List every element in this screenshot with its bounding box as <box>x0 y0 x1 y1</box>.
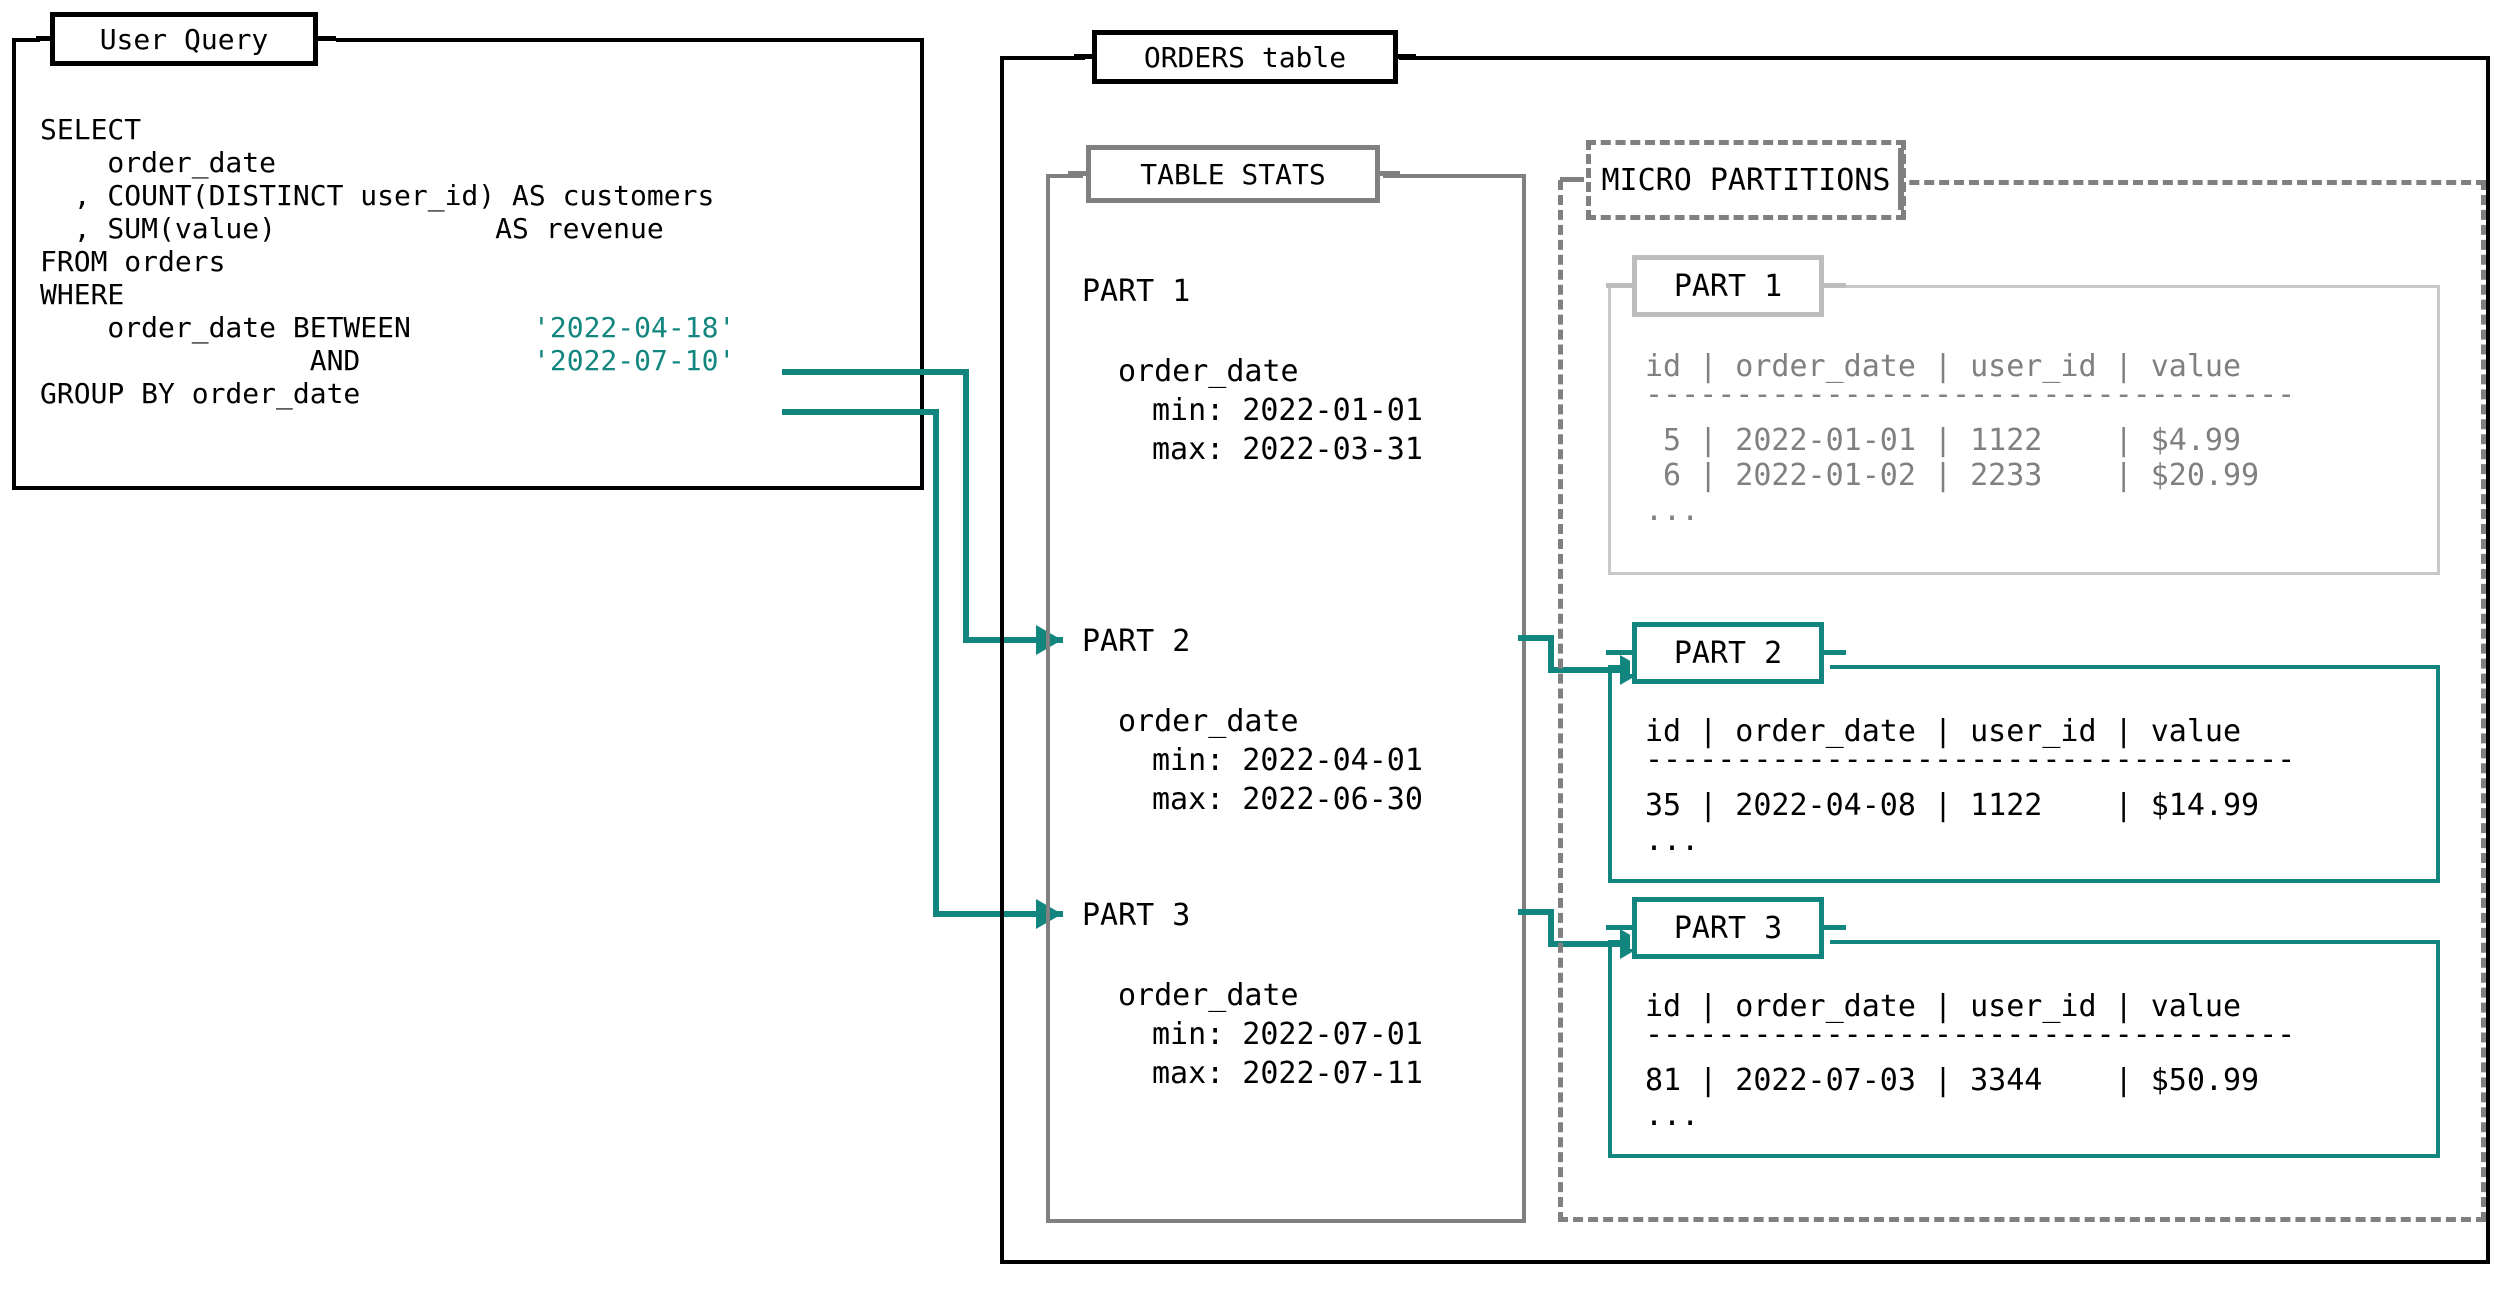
sql-group-by: GROUP BY order_date <box>40 377 361 410</box>
sql-line-5: WHERE <box>40 278 125 311</box>
user-query-title: User Query <box>99 22 269 56</box>
micro-partitions-nub-left <box>1560 177 1584 182</box>
stats2-to-micro2-stub <box>1518 635 1554 641</box>
table-stats-title: TABLE STATS <box>1140 157 1326 191</box>
stats3-to-micro3-h <box>1548 941 1647 947</box>
micro-part-2-title-chip: PART 2 <box>1632 622 1824 684</box>
micro-part-2-header: id | order_date | user_id | value <box>1645 714 2242 749</box>
micro-part-1-header: id | order_date | user_id | value <box>1645 349 2242 384</box>
micro-part-1-nub-left <box>1606 283 1632 288</box>
stats-part-2-name: PART 2 <box>1082 624 1191 659</box>
table-stats-nub-right <box>1378 171 1400 176</box>
stats-part-1-column: order_date <box>1118 354 1299 389</box>
orders-title-nub-right <box>1394 54 1416 59</box>
micro-partitions-top-border-right <box>1790 180 2486 185</box>
micro-part-3-ellipsis: ... <box>1645 1098 1700 1133</box>
table-stats-title-chip: TABLE STATS <box>1086 145 1380 203</box>
sql-and-prefix: AND <box>40 344 378 377</box>
user-query-title-nub-left <box>36 36 54 41</box>
connector-date-start-v <box>963 369 969 640</box>
micro-part-3-rule: ------------------------------------ <box>1645 1017 2296 1052</box>
connector-date-start-h2 <box>963 637 1063 643</box>
connector-date-end-h2 <box>933 911 1063 917</box>
sql-line-2: , COUNT(DISTINCT user_id) AS customers <box>40 179 715 212</box>
sql-line-0: SELECT <box>40 113 142 146</box>
connector-date-start-h1 <box>782 369 969 375</box>
micro-part-1-ellipsis: ... <box>1645 493 1700 528</box>
micro-part-3-header: id | order_date | user_id | value <box>1645 989 2242 1024</box>
stats-part-2-max: max: 2022-06-30 <box>1152 782 1423 817</box>
micro-part-3-name: PART 3 <box>1673 910 1783 946</box>
sql-where-prefix: order_date BETWEEN <box>40 311 428 344</box>
stats-part-1-min: min: 2022-01-01 <box>1152 393 1423 428</box>
micro-part-1-title-chip: PART 1 <box>1632 255 1824 317</box>
orders-table-panel <box>1000 56 2490 1264</box>
micro-part-1-name: PART 1 <box>1673 268 1783 304</box>
stats3-to-micro3-stub <box>1518 909 1554 915</box>
stats-part-1-max: max: 2022-03-31 <box>1152 432 1423 467</box>
user-query-panel <box>12 38 924 490</box>
sql-line-3: , SUM(value) AS revenue <box>40 212 664 245</box>
micro-partitions-title: MICRO PARTITIONS <box>1601 162 1891 198</box>
micro-partitions-panel <box>1558 180 2486 1222</box>
micro-part-2-box <box>1608 665 2440 883</box>
table-stats-nub-left <box>1068 171 1088 176</box>
user-query-title-nub-right <box>314 36 336 41</box>
micro-part-1-nub-right <box>1822 283 1846 288</box>
micro-part-2-ellipsis: ... <box>1645 823 1700 858</box>
stats3-to-micro3-v <box>1548 909 1554 947</box>
micro-part-1-rule: ------------------------------------ <box>1645 377 2296 412</box>
micro-partitions-nub-right <box>1898 148 1904 210</box>
stats-part-2-min: min: 2022-04-01 <box>1152 743 1423 778</box>
orders-table-title-chip: ORDERS table <box>1092 30 1398 84</box>
stats2-to-micro2-v <box>1548 635 1554 673</box>
micro-part-2-rule: ------------------------------------ <box>1645 742 2296 777</box>
sql-line-1: order_date <box>40 146 277 179</box>
orders-title-nub-left <box>1074 54 1094 59</box>
stats2-to-micro2-h <box>1548 667 1647 673</box>
stats-part-1-name: PART 1 <box>1082 274 1191 309</box>
micro-part-2-name: PART 2 <box>1673 635 1783 671</box>
micro-part-1-row-1: 6 | 2022-01-02 | 2233 | $20.99 <box>1645 458 2260 493</box>
connector-date-end-h1 <box>782 409 939 415</box>
micro-part-2-nub-left <box>1606 650 1632 655</box>
sql-where-date-start: '2022-04-18' <box>533 311 736 344</box>
micro-part-3-box <box>1608 940 2440 1158</box>
micro-part-1-row-0: 5 | 2022-01-01 | 1122 | $4.99 <box>1645 423 2242 458</box>
stats-part-3-max: max: 2022-07-11 <box>1152 1056 1423 1091</box>
orders-table-title: ORDERS table <box>1143 40 1347 74</box>
micro-part-3-title-chip: PART 3 <box>1632 897 1824 959</box>
user-query-title-chip: User Query <box>50 12 318 66</box>
micro-part-1-box <box>1608 285 2440 575</box>
micro-part-3-row-0: 81 | 2022-07-03 | 3344 | $50.99 <box>1645 1063 2260 1098</box>
micro-part-2-nub-right <box>1822 650 1846 655</box>
micro-part-2-row-0: 35 | 2022-04-08 | 1122 | $14.99 <box>1645 788 2260 823</box>
sql-line-4: FROM orders <box>40 245 226 278</box>
sql-where-date-end: '2022-07-10' <box>533 344 736 377</box>
micro-partitions-title-chip: MICRO PARTITIONS <box>1586 140 1906 220</box>
stats-part-2-column: order_date <box>1118 704 1299 739</box>
connector-date-end-v <box>933 409 939 917</box>
micro-part-3-nub-left <box>1606 925 1632 930</box>
stats-part-3-column: order_date <box>1118 978 1299 1013</box>
micro-part-3-nub-right <box>1822 925 1846 930</box>
stats-part-3-min: min: 2022-07-01 <box>1152 1017 1423 1052</box>
stats-part-3-name: PART 3 <box>1082 898 1191 933</box>
